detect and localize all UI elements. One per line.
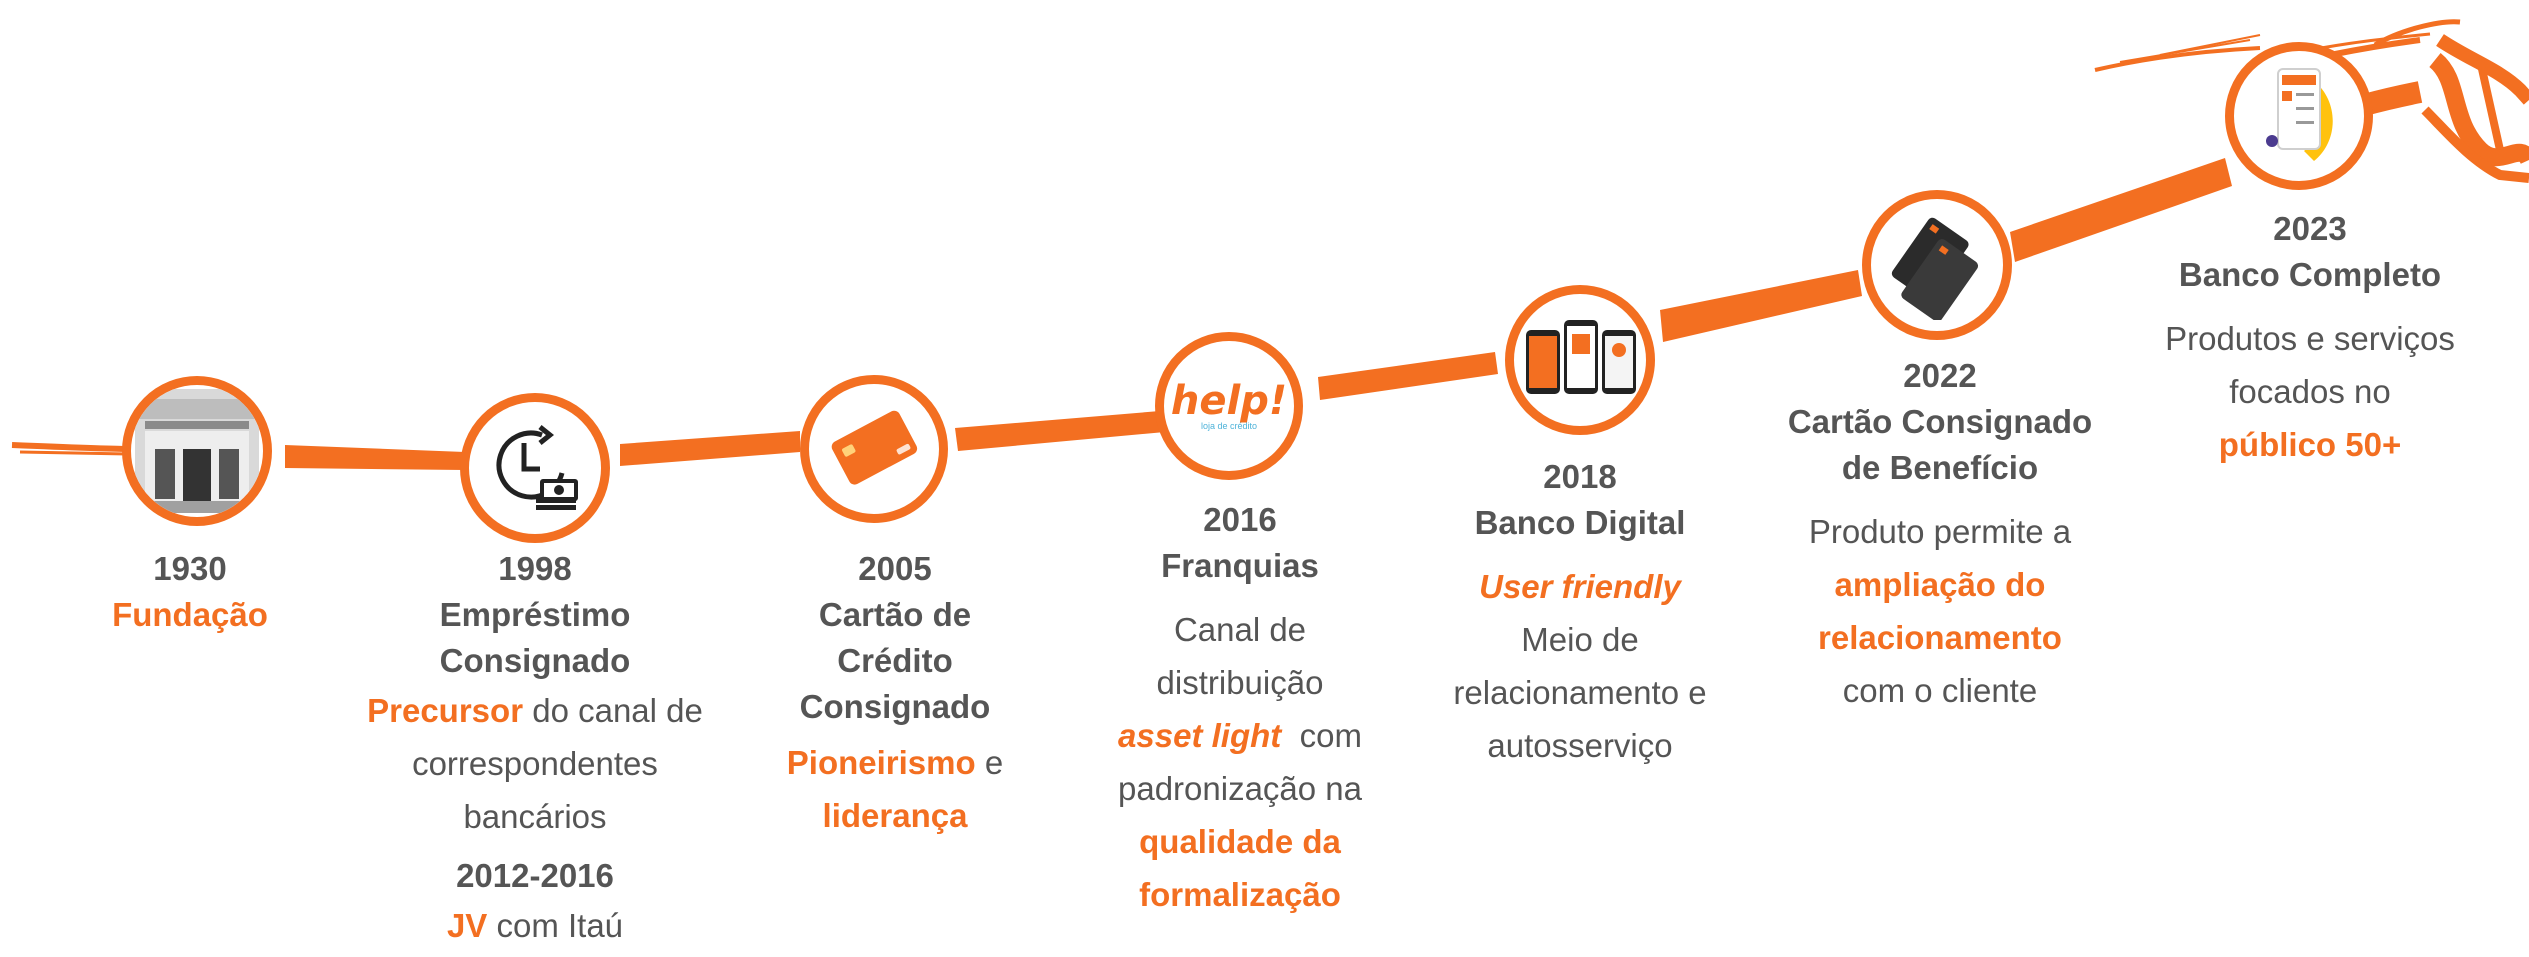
highlight-text: JV xyxy=(446,907,488,944)
milestone-title: Banco Completo xyxy=(2178,256,2442,293)
building-photo-icon xyxy=(135,389,259,513)
milestone-description-line: liderança xyxy=(822,797,968,834)
milestone-description-line: relacionamento e xyxy=(1453,674,1707,711)
milestone-title-line: Empréstimo xyxy=(439,596,631,633)
milestone-description-line: com o cliente xyxy=(1842,672,2038,709)
help-logo-subtitle: loja de crédito xyxy=(1200,421,1258,431)
milestone-title: Banco Digital xyxy=(1474,504,1686,541)
app-screens-icon xyxy=(2266,68,2333,161)
milestone-2005-text: 2005 Cartão de Crédito Consignado Pionei… xyxy=(730,546,1060,842)
milestone-sub-year: 2012-2016 xyxy=(456,857,614,894)
milestone-2022-image xyxy=(1862,190,2012,340)
milestone-description-line: ampliação do xyxy=(1834,566,2046,603)
milestone-description-line: Meio de xyxy=(1521,621,1639,658)
description-text: e xyxy=(975,744,1004,781)
milestone-description-line: padronização na xyxy=(1117,770,1363,807)
milestone-2016-image: help! loja de crédito xyxy=(1155,332,1303,480)
description-text: com xyxy=(1281,717,1362,754)
milestone-title-line: Consignado xyxy=(439,642,631,679)
milestone-2023-image xyxy=(2225,42,2373,190)
milestone-year: 2018 xyxy=(1543,458,1617,495)
help-logo-icon: help! loja de crédito xyxy=(1171,381,1287,431)
milestone-2022-text: 2022 Cartão Consignado de Benefício Prod… xyxy=(1760,353,2120,717)
milestone-1998-image xyxy=(460,393,610,543)
milestone-title-line: Crédito xyxy=(837,642,953,679)
milestone-title-line: Cartão Consignado xyxy=(1787,403,2093,440)
milestone-description-line: bancários xyxy=(463,798,607,835)
milestone-year: 1998 xyxy=(498,550,572,587)
italic-highlight-text: asset light xyxy=(1118,717,1282,754)
milestone-year: 2023 xyxy=(2273,210,2347,247)
milestone-description-line: Produtos e serviços xyxy=(2165,320,2455,357)
milestone-2018-text: 2018 Banco Digital User friendly Meio de… xyxy=(1430,454,1730,772)
milestone-title-line: Cartão de xyxy=(818,596,972,633)
credit-card-icon xyxy=(831,410,918,485)
milestone-description-line: relacionamento xyxy=(1818,619,2062,656)
clock-money-icon xyxy=(496,425,578,510)
highlight-text: Precursor xyxy=(367,692,524,729)
milestone-description-line: autosserviço xyxy=(1487,727,1673,764)
milestone-2023-text: 2023 Banco Completo Produtos e serviços … xyxy=(2140,206,2480,471)
highlight-text: Pioneirismo xyxy=(786,744,976,781)
milestone-description-line: Produto permite a xyxy=(1808,513,2072,550)
milestone-description-line: público 50+ xyxy=(2218,426,2402,463)
milestone-2016-text: 2016 Franquias Canal de distribuição ass… xyxy=(1080,497,1400,921)
cards-icon xyxy=(1891,217,1979,320)
milestone-1998-text: 1998 Empréstimo Consignado Precursor do … xyxy=(330,546,740,952)
description-text: do canal de xyxy=(523,692,703,729)
milestone-description-line: asset light com xyxy=(1080,709,1400,762)
milestone-description-line: Pioneirismo e xyxy=(730,736,1060,789)
milestone-year: 2016 xyxy=(1203,501,1277,538)
milestone-description-line: Precursor do canal de xyxy=(330,684,740,737)
milestone-description-line: Canal de xyxy=(1173,611,1307,648)
milestone-description-line: focados no xyxy=(2229,373,2391,410)
smartphones-icon xyxy=(1526,320,1636,394)
milestone-1930-text: 1930 Fundação xyxy=(90,546,290,638)
milestone-title-line: Consignado xyxy=(799,688,991,725)
description-text: com Itaú xyxy=(487,907,624,944)
milestone-description-line: User friendly xyxy=(1479,568,1681,605)
milestone-year: 1930 xyxy=(153,550,227,587)
milestone-year: 2005 xyxy=(858,550,932,587)
milestone-2018-image xyxy=(1505,285,1655,435)
help-logo-text: help! xyxy=(1170,378,1288,424)
milestone-description-line: distribuição xyxy=(1156,664,1324,701)
milestone-2005-image xyxy=(800,375,948,523)
milestone-title-line: de Benefício xyxy=(1841,449,2039,486)
milestone-year: 2022 xyxy=(1903,357,1977,394)
milestone-sub-line: JV com Itaú xyxy=(330,899,740,952)
milestone-description-line: qualidade da xyxy=(1139,823,1341,860)
milestone-title: Franquias xyxy=(1161,547,1319,584)
milestone-title: Fundação xyxy=(112,596,268,633)
milestone-description-line: formalização xyxy=(1139,876,1341,913)
milestone-1930-image xyxy=(122,376,272,526)
milestone-description-line: correspondentes xyxy=(412,745,658,782)
